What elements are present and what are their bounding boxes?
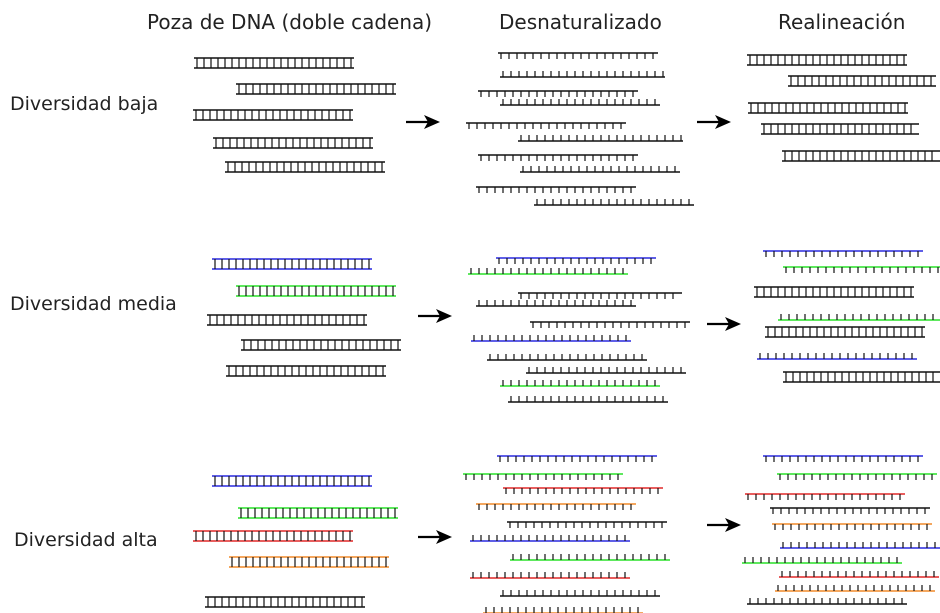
double-strand <box>229 556 389 568</box>
single-strand <box>783 266 940 273</box>
single-strand <box>500 380 660 387</box>
single-strand <box>463 473 623 480</box>
single-strand <box>476 300 636 307</box>
single-strand <box>500 590 660 597</box>
single-strand <box>500 99 660 106</box>
double-strand <box>212 475 372 487</box>
double-strand <box>207 314 367 326</box>
single-strand <box>779 571 939 578</box>
double-strand <box>225 161 385 173</box>
single-strand <box>497 455 657 462</box>
row-label-low: Diversidad baja <box>10 93 159 115</box>
double-strand <box>205 596 365 608</box>
single-strand <box>777 473 937 480</box>
double-strand <box>765 326 925 338</box>
single-strand <box>483 607 643 613</box>
single-strand <box>742 557 902 564</box>
double-strand <box>788 75 936 87</box>
single-strand <box>496 257 656 264</box>
single-strand <box>500 71 665 78</box>
double-strand <box>212 258 372 270</box>
right-arrow-icon <box>707 317 741 331</box>
right-arrow-icon <box>418 309 452 323</box>
right-arrow-icon <box>406 115 440 129</box>
double-strand <box>782 150 940 162</box>
single-strand <box>745 493 905 500</box>
double-strand <box>226 365 386 377</box>
single-strand <box>498 52 658 59</box>
single-strand <box>510 554 670 561</box>
single-strand <box>778 314 940 321</box>
double-strand <box>213 137 373 149</box>
single-strand <box>471 335 631 342</box>
single-strand <box>476 503 636 510</box>
single-strand <box>507 521 667 528</box>
single-strand <box>470 572 630 579</box>
single-strand <box>478 154 638 161</box>
double-strand <box>761 123 919 135</box>
double-strand <box>748 102 908 114</box>
single-strand <box>530 321 690 328</box>
single-strand <box>468 268 628 275</box>
header-denatured: Desnaturalizado <box>499 10 662 34</box>
row-label-mid: Diversidad media <box>10 293 177 315</box>
single-strand <box>518 135 683 142</box>
double-strand <box>747 54 907 66</box>
double-strand <box>754 286 914 298</box>
double-strand <box>194 57 354 69</box>
single-strand <box>770 507 930 514</box>
single-strand <box>757 353 917 360</box>
single-strand <box>476 186 636 193</box>
right-arrow-icon <box>697 115 731 129</box>
header-pool: Poza de DNA (doble cadena) <box>147 10 433 34</box>
single-strand <box>534 199 694 206</box>
single-strand <box>526 367 686 374</box>
single-strand <box>763 455 923 462</box>
double-strand <box>238 507 398 519</box>
single-strand <box>470 535 630 542</box>
single-strand <box>772 523 932 530</box>
double-strand <box>236 83 396 95</box>
double-strand <box>236 285 396 297</box>
single-strand <box>503 487 663 494</box>
right-arrow-icon <box>707 518 741 532</box>
header-realign: Realineación <box>778 10 906 34</box>
right-arrow-icon <box>418 530 452 544</box>
double-strand <box>783 371 940 383</box>
single-strand <box>518 292 682 299</box>
single-strand <box>508 396 668 403</box>
single-strand <box>478 90 638 97</box>
double-strand <box>193 530 353 542</box>
double-strand <box>241 339 401 351</box>
double-strand <box>193 109 353 121</box>
single-strand <box>487 354 647 361</box>
single-strand <box>763 250 923 257</box>
single-strand <box>747 598 907 605</box>
single-strand <box>520 166 680 173</box>
single-strand <box>775 585 935 592</box>
single-strand <box>780 542 940 549</box>
row-label-high: Diversidad alta <box>14 529 158 551</box>
single-strand <box>466 122 626 129</box>
